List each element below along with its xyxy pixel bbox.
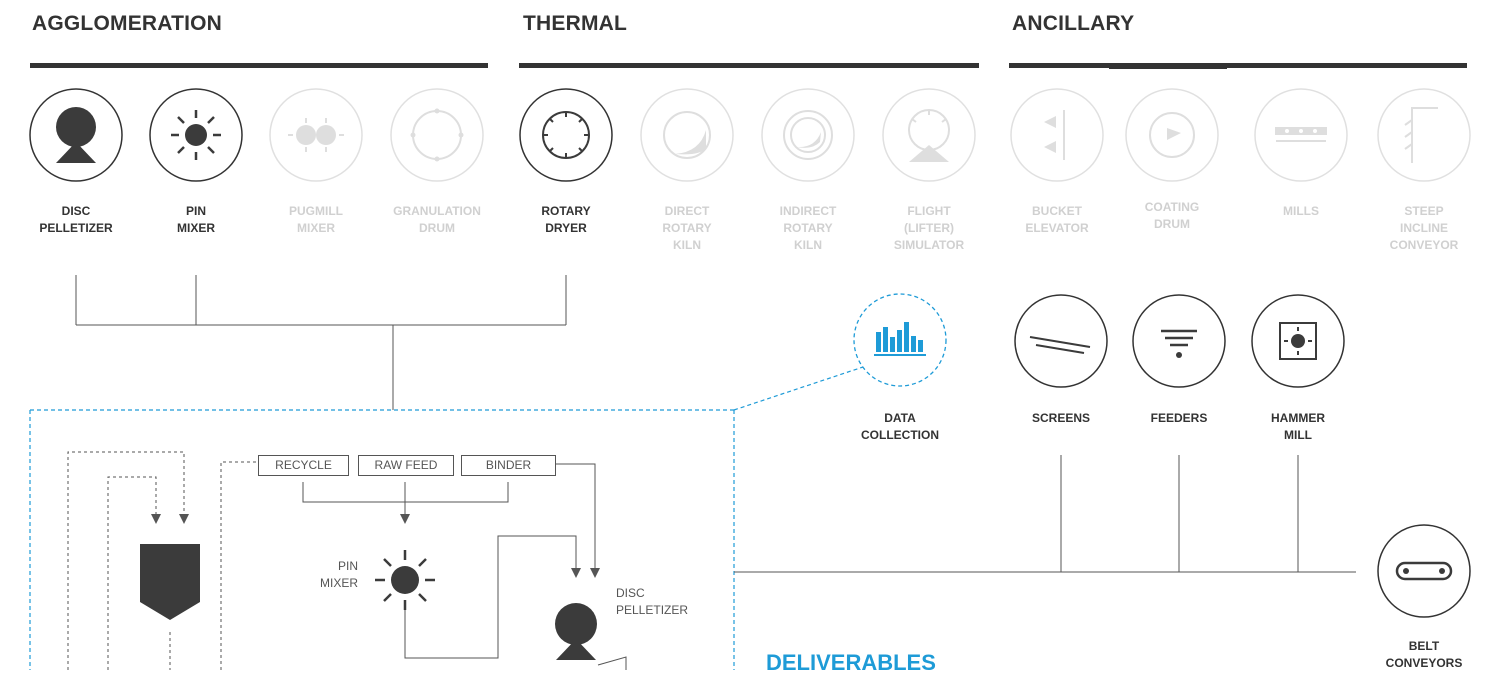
flight-simulator-icon[interactable] bbox=[882, 88, 976, 182]
label-data-collection[interactable]: DATA COLLECTION bbox=[861, 411, 939, 442]
recycle-box[interactable]: RECYCLE bbox=[258, 455, 349, 476]
flow-dashed-returns bbox=[67, 451, 258, 670]
pilot-plant-boundary bbox=[29, 366, 864, 670]
coating-drum-icon[interactable] bbox=[1125, 88, 1219, 182]
data-collection-icon[interactable] bbox=[853, 293, 947, 387]
ancillary-connectors bbox=[734, 455, 1356, 573]
label-granulation-drum[interactable]: GRANULATION DRUM bbox=[393, 204, 481, 235]
label-mills[interactable]: MILLS bbox=[1283, 204, 1319, 218]
feeders-icon[interactable] bbox=[1132, 294, 1226, 388]
label-screens[interactable]: SCREENS bbox=[1031, 411, 1090, 425]
pugmill-mixer-icon[interactable] bbox=[269, 88, 363, 182]
label-pin-mixer[interactable]: PIN MIXER bbox=[176, 204, 215, 235]
label-disc-pelletizer[interactable]: DISC PELLETIZER bbox=[39, 204, 113, 235]
steep-incline-conveyor-icon[interactable] bbox=[1377, 88, 1471, 182]
flow-label-pin-mixer: PIN MIXER bbox=[319, 559, 358, 590]
belt-conveyors-icon[interactable] bbox=[1377, 524, 1471, 618]
label-direct-rotary-kiln[interactable]: DIRECT ROTARY KILN bbox=[662, 204, 712, 252]
indirect-rotary-kiln-icon[interactable] bbox=[761, 88, 855, 182]
label-belt-conveyors[interactable]: BELT CONVEYORS bbox=[1385, 639, 1463, 670]
section-title-thermal: THERMAL bbox=[523, 12, 628, 35]
direct-rotary-kiln-icon[interactable] bbox=[640, 88, 734, 182]
rotary-dryer-icon[interactable] bbox=[519, 88, 613, 182]
screens-icon[interactable] bbox=[1014, 294, 1108, 388]
disc-pelletizer-icon[interactable] bbox=[29, 88, 123, 182]
label-hammer-mill[interactable]: HAMMER MILL bbox=[1271, 411, 1325, 442]
label-flight-simulator[interactable]: FLIGHT (LIFTER) SIMULATOR bbox=[893, 204, 965, 252]
flow-disc-pelletizer-icon[interactable] bbox=[555, 603, 597, 660]
mills-icon[interactable] bbox=[1254, 88, 1348, 182]
label-feeders[interactable]: FEEDERS bbox=[1150, 411, 1208, 425]
label-bucket-elevator[interactable]: BUCKET ELEVATOR bbox=[1025, 204, 1089, 235]
granulation-drum-icon[interactable] bbox=[390, 88, 484, 182]
flow-pin-mixer-icon[interactable] bbox=[375, 550, 435, 610]
flow-solid-lines bbox=[302, 463, 627, 670]
flow-arrowheads bbox=[151, 514, 600, 578]
hopper-icon bbox=[140, 544, 200, 620]
section-title-agglomeration: AGGLOMERATION bbox=[32, 12, 223, 35]
label-coating-drum[interactable]: COATING DRUM bbox=[1144, 200, 1200, 231]
label-pugmill-mixer[interactable]: PUGMILL MIXER bbox=[289, 204, 343, 235]
raw-feed-box[interactable]: RAW FEED bbox=[358, 455, 454, 476]
label-steep-incline-conveyor[interactable]: STEEP INCLINE CONVEYOR bbox=[1389, 204, 1459, 252]
top-connectors bbox=[75, 275, 567, 410]
flow-label-disc-pelletizer: DISC PELLETIZER bbox=[616, 586, 689, 617]
label-indirect-rotary-kiln[interactable]: INDIRECT ROTARY KILN bbox=[779, 204, 837, 252]
hammer-mill-icon[interactable] bbox=[1251, 294, 1345, 388]
deliverables-heading: DELIVERABLES bbox=[766, 650, 936, 675]
binder-box[interactable]: BINDER bbox=[461, 455, 556, 476]
label-rotary-dryer[interactable]: ROTARY DRYER bbox=[541, 204, 591, 235]
pin-mixer-icon[interactable] bbox=[149, 88, 243, 182]
section-title-ancillary: ANCILLARY bbox=[1012, 12, 1135, 35]
section-rules bbox=[30, 63, 1467, 69]
bucket-elevator-icon[interactable] bbox=[1010, 88, 1104, 182]
